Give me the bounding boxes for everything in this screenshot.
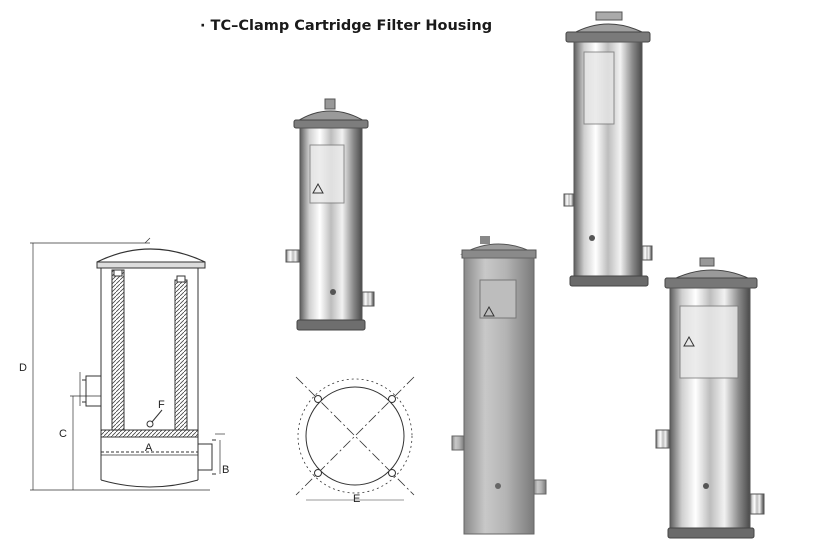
dimension-f-label: F [158, 399, 165, 411]
housing-lid [96, 248, 206, 263]
housing-photo-small-polished [285, 98, 375, 331]
bolt-hole [388, 395, 396, 403]
nameplate [679, 305, 739, 379]
vent-marker [146, 420, 154, 428]
lid-clamp-ring [96, 261, 206, 269]
outlet-pipe [197, 443, 213, 471]
inlet-pipe [85, 375, 102, 407]
dimension-b-label: B [222, 464, 229, 476]
dimension-e-label: E [353, 493, 360, 505]
nameplate [583, 51, 615, 125]
housing-photo-tall-matte [451, 236, 547, 535]
tube-plate [100, 429, 199, 438]
dimension-a-label: A [145, 442, 153, 454]
housing-photo-clamp-lid [563, 11, 653, 287]
housing-photo-large-polished [655, 257, 765, 539]
filter-cartridge-right [174, 279, 188, 431]
page-title: · TC–Clamp Cartridge Filter Housing [200, 18, 493, 34]
nameplate [309, 144, 345, 204]
bolt-hole [388, 469, 396, 477]
dimension-c-label: C [59, 428, 67, 440]
cross-section-drawing [30, 237, 225, 491]
flange-plan-view [295, 376, 415, 501]
filter-cartridge-left [111, 269, 125, 431]
nameplate [479, 279, 517, 319]
bolt-hole [314, 469, 322, 477]
bolt-hole [314, 395, 322, 403]
dimension-d-label: D [19, 362, 27, 374]
